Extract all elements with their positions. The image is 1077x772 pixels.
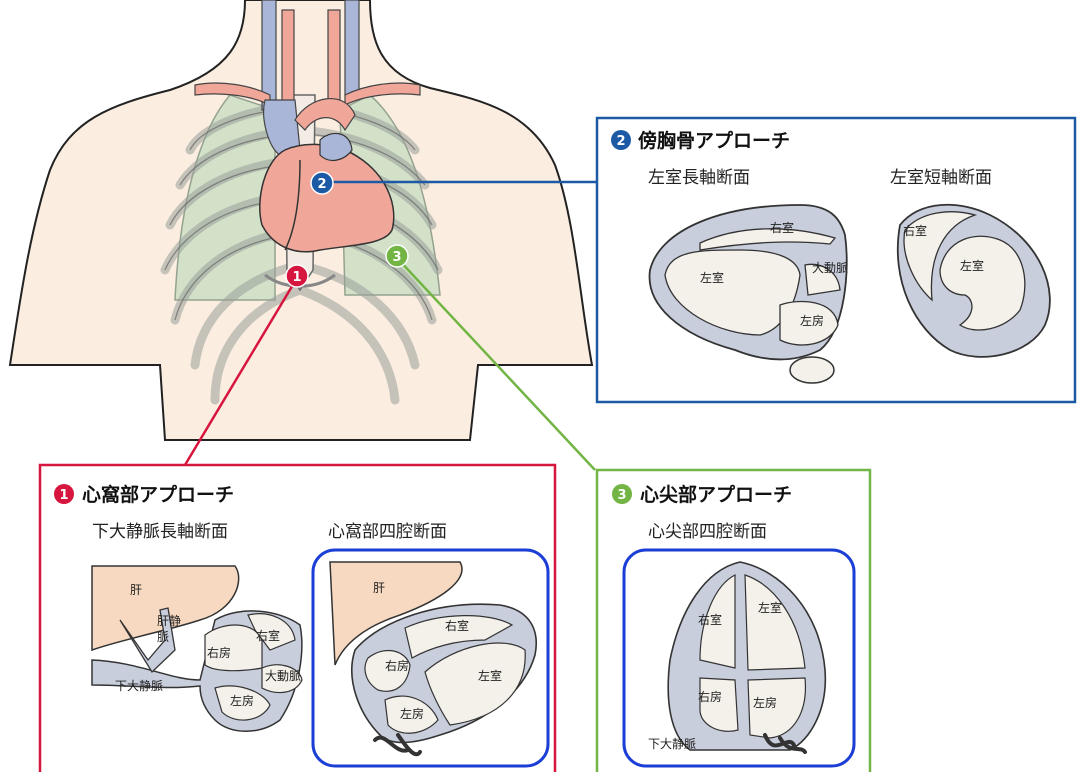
- sc4ch-label-lv: 左室: [478, 668, 502, 683]
- panel-approach2: 2 傍胸骨アプローチ 左室長軸断面 左室短軸断面 右室 左室 大動脈 左房 右室…: [597, 118, 1075, 402]
- panel3-view1-title: 心尖部四腔断面: [648, 522, 767, 542]
- plax-label-lv: 左室: [700, 270, 724, 285]
- ivc-label-ra: 右房: [207, 645, 231, 660]
- panel-approach1: 1 心窩部アプローチ 下大静脈長軸断面 心窩部四腔断面 肝 肝静 脈 右房 右室…: [40, 465, 555, 772]
- ivc-label-aorta: 大動脈: [265, 669, 301, 683]
- marker-approach2-number: 2: [317, 177, 326, 192]
- a4ch-label-rv: 右室: [698, 612, 722, 627]
- ivc-label-rv: 右室: [256, 628, 280, 643]
- ivc-label-la: 左房: [230, 693, 254, 708]
- panel2-number: 2: [616, 134, 625, 149]
- panel2-view1-title: 左室長軸断面: [648, 168, 750, 188]
- panel3-title: 心尖部アプローチ: [640, 483, 792, 506]
- a4ch-label-ivc: 下大静脈: [648, 737, 696, 751]
- sc4ch-label-liver: 肝: [373, 581, 385, 595]
- panel1-title: 心窩部アプローチ: [82, 483, 234, 506]
- panel-approach3: 3 心尖部アプローチ 心尖部四腔断面 右室 左室 右房 左房 下大静脈: [597, 470, 870, 772]
- panel1-number: 1: [59, 488, 68, 503]
- plax-label-la: 左房: [800, 313, 824, 328]
- psax-label-rv: 右室: [903, 223, 927, 238]
- ivc-label-hepatic-vein-1: 肝静: [157, 614, 181, 628]
- ivc-label-ivc: 下大静脈: [115, 679, 163, 693]
- sc4ch-label-rv: 右室: [445, 618, 469, 633]
- marker-approach3-number: 3: [392, 250, 401, 265]
- plax-label-aorta: 大動脈: [812, 261, 848, 275]
- a4ch-label-ra: 右房: [698, 689, 722, 704]
- panel1-view2-title: 心窩部四腔断面: [328, 522, 447, 542]
- a4ch-label-lv: 左室: [758, 600, 782, 615]
- psax-label-lv: 左室: [960, 258, 984, 273]
- ivc-label-hepatic-vein-2: 脈: [157, 630, 169, 644]
- marker-approach1-number: 1: [292, 270, 301, 285]
- marker-approach3: 3: [386, 245, 408, 267]
- panel3-number: 3: [617, 488, 626, 503]
- ivc-label-liver: 肝: [130, 583, 142, 597]
- panel2-view2-title: 左室短軸断面: [890, 168, 992, 188]
- a4ch-label-la: 左房: [753, 695, 777, 710]
- panel2-title: 傍胸骨アプローチ: [638, 129, 790, 152]
- marker-approach2: 2: [311, 172, 333, 194]
- sc4ch-label-ra: 右房: [385, 658, 409, 673]
- marker-approach1: 1: [286, 265, 308, 287]
- plax-label-rv: 右室: [770, 220, 794, 235]
- sc4ch-label-la: 左房: [400, 706, 424, 721]
- panel1-view1-title: 下大静脈長軸断面: [92, 522, 228, 542]
